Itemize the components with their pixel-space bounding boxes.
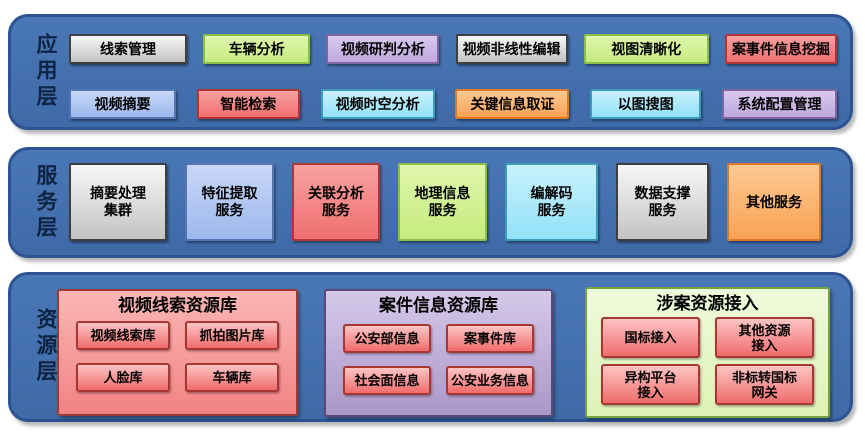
- svc-codec-service: 编解码 服务: [505, 163, 598, 241]
- res-heterogeneous-platform-access: 异构平台 接入: [601, 364, 700, 405]
- svc-feature-extraction-service: 特征提取 服务: [185, 163, 274, 241]
- res-face-db: 人脸库: [76, 363, 170, 392]
- layer-application: 应用层 线索管理 车辆分析 视频研判分析 视频非线性编辑 视图清晰化 案事件信息…: [8, 14, 853, 130]
- group-case-resource-access: 涉案资源接入 国标接入 其他资源 接入 异构平台 接入 非标转国标 网关: [585, 287, 830, 418]
- app-module-system-config-management: 系统配置管理: [721, 89, 837, 119]
- app-module-image-clarity-enhancement: 视图清晰化: [583, 34, 709, 64]
- app-module-clue-management: 线索管理: [69, 34, 187, 64]
- svc-summary-processing-cluster: 摘要处理 集群: [69, 163, 167, 241]
- res-snapshot-image-db: 抓拍图片库: [185, 321, 279, 350]
- layer-service: 服务层 摘要处理 集群 特征提取 服务 关联分析 服务 地理信息 服务 编解码 …: [8, 147, 853, 258]
- group-title-video-clue-resource-library: 视频线索资源库: [118, 296, 237, 315]
- service-row: 摘要处理 集群 特征提取 服务 关联分析 服务 地理信息 服务 编解码 服务 数…: [69, 163, 821, 241]
- group-video-clue-resource-library: 视频线索资源库 视频线索库 抓拍图片库 人脸库 车辆库: [57, 289, 298, 416]
- app-module-video-spatiotemporal: 视频时空分析: [320, 89, 435, 119]
- svc-geographic-info-service: 地理信息 服务: [398, 163, 487, 241]
- res-vehicle-db: 车辆库: [185, 363, 279, 392]
- app-module-video-summary: 视频摘要: [69, 89, 176, 119]
- res-social-info: 社会面信息: [343, 366, 431, 395]
- res-video-clue-db: 视频线索库: [76, 321, 170, 350]
- group-grid: 视频线索库 抓拍图片库 人脸库 车辆库: [59, 318, 296, 392]
- app-module-case-info-mining: 案事件信息挖掘: [724, 34, 837, 64]
- app-module-intelligent-search: 智能检索: [196, 89, 300, 119]
- svc-other-services: 其他服务: [727, 163, 821, 241]
- group-grid: 国标接入 其他资源 接入 异构平台 接入 非标转国标 网关: [587, 316, 828, 405]
- layer-resource: 资源层 视频线索资源库 视频线索库 抓拍图片库 人脸库 车辆库 案件信息资源库 …: [8, 272, 853, 422]
- res-other-resource-access: 其他资源 接入: [715, 317, 814, 358]
- res-nonstandard-to-gb-gateway: 非标转国标 网关: [715, 364, 814, 405]
- app-module-key-info-forensics: 关键信息取证: [455, 89, 570, 119]
- group-title-case-resource-access: 涉案资源接入: [656, 294, 759, 313]
- layer-application-label: 应用层: [34, 33, 57, 111]
- app-module-video-nonlinear-editing: 视频非线性编辑: [455, 34, 568, 64]
- application-row-1: 线索管理 车辆分析 视频研判分析 视频非线性编辑 视图清晰化 案事件信息挖掘: [69, 34, 837, 64]
- layer-resource-label: 资源层: [34, 308, 57, 386]
- group-title-case-info-resource-library: 案件信息资源库: [379, 296, 498, 315]
- app-module-vehicle-analysis: 车辆分析: [203, 34, 311, 64]
- app-module-video-research-analysis: 视频研判分析: [326, 34, 440, 64]
- group-case-info-resource-library: 案件信息资源库 公安部信息 案事件库 社会面信息 公安业务信息: [324, 289, 553, 417]
- svc-correlation-analysis-service: 关联分析 服务: [292, 163, 380, 241]
- res-mps-info: 公安部信息: [343, 324, 431, 353]
- layer-service-label: 服务层: [34, 163, 57, 242]
- svc-data-support-service: 数据支撑 服务: [616, 163, 709, 241]
- group-grid: 公安部信息 案事件库 社会面信息 公安业务信息: [326, 318, 551, 395]
- res-police-business-info: 公安业务信息: [446, 366, 534, 395]
- res-gb-standard-access: 国标接入: [601, 317, 700, 358]
- res-case-event-db: 案事件库: [446, 324, 534, 353]
- app-module-image-search: 以图搜图: [590, 89, 702, 119]
- application-row-2: 视频摘要 智能检索 视频时空分析 关键信息取证 以图搜图 系统配置管理: [69, 89, 837, 119]
